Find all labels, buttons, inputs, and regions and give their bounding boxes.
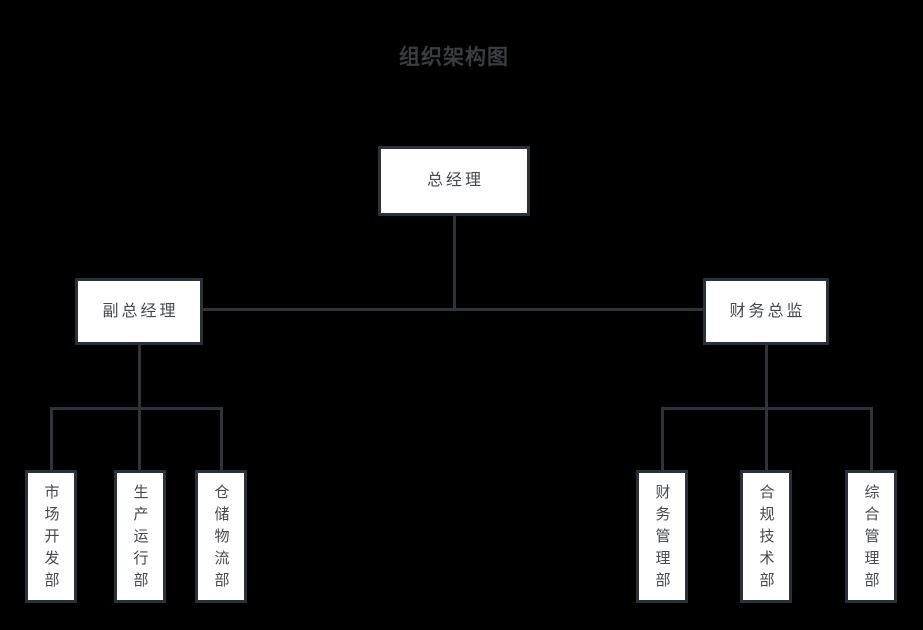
connector-left-child-3-vertical (219, 407, 223, 470)
connector-left-branch-vertical (137, 345, 141, 410)
node-deputy-general-manager: 副总经理 (75, 278, 203, 345)
connector-root-vertical (452, 216, 456, 311)
connector-right-branch-vertical (764, 345, 768, 410)
node-market-development-dept: 市场开发部 (25, 470, 77, 603)
node-general-administration-dept: 综合管理部 (845, 470, 897, 603)
connector-right-child-3-vertical (869, 407, 873, 470)
chart-title: 组织架构图 (399, 46, 509, 69)
node-warehouse-logistics-dept: 仓储物流部 (195, 470, 247, 603)
node-finance-director: 财务总监 (703, 278, 829, 345)
node-finance-management-dept: 财务管理部 (636, 470, 688, 603)
connector-left-child-1-vertical (49, 407, 53, 470)
connector-main-horizontal (203, 308, 703, 311)
connector-right-child-2-vertical (764, 407, 768, 470)
connector-left-child-2-vertical (137, 407, 141, 470)
connector-right-child-1-vertical (660, 407, 664, 470)
connector-left-branch-horizontal (49, 407, 223, 410)
node-general-manager: 总经理 (378, 146, 530, 216)
node-compliance-technology-dept: 合规技术部 (740, 470, 792, 603)
node-production-operations-dept: 生产运行部 (114, 470, 166, 603)
